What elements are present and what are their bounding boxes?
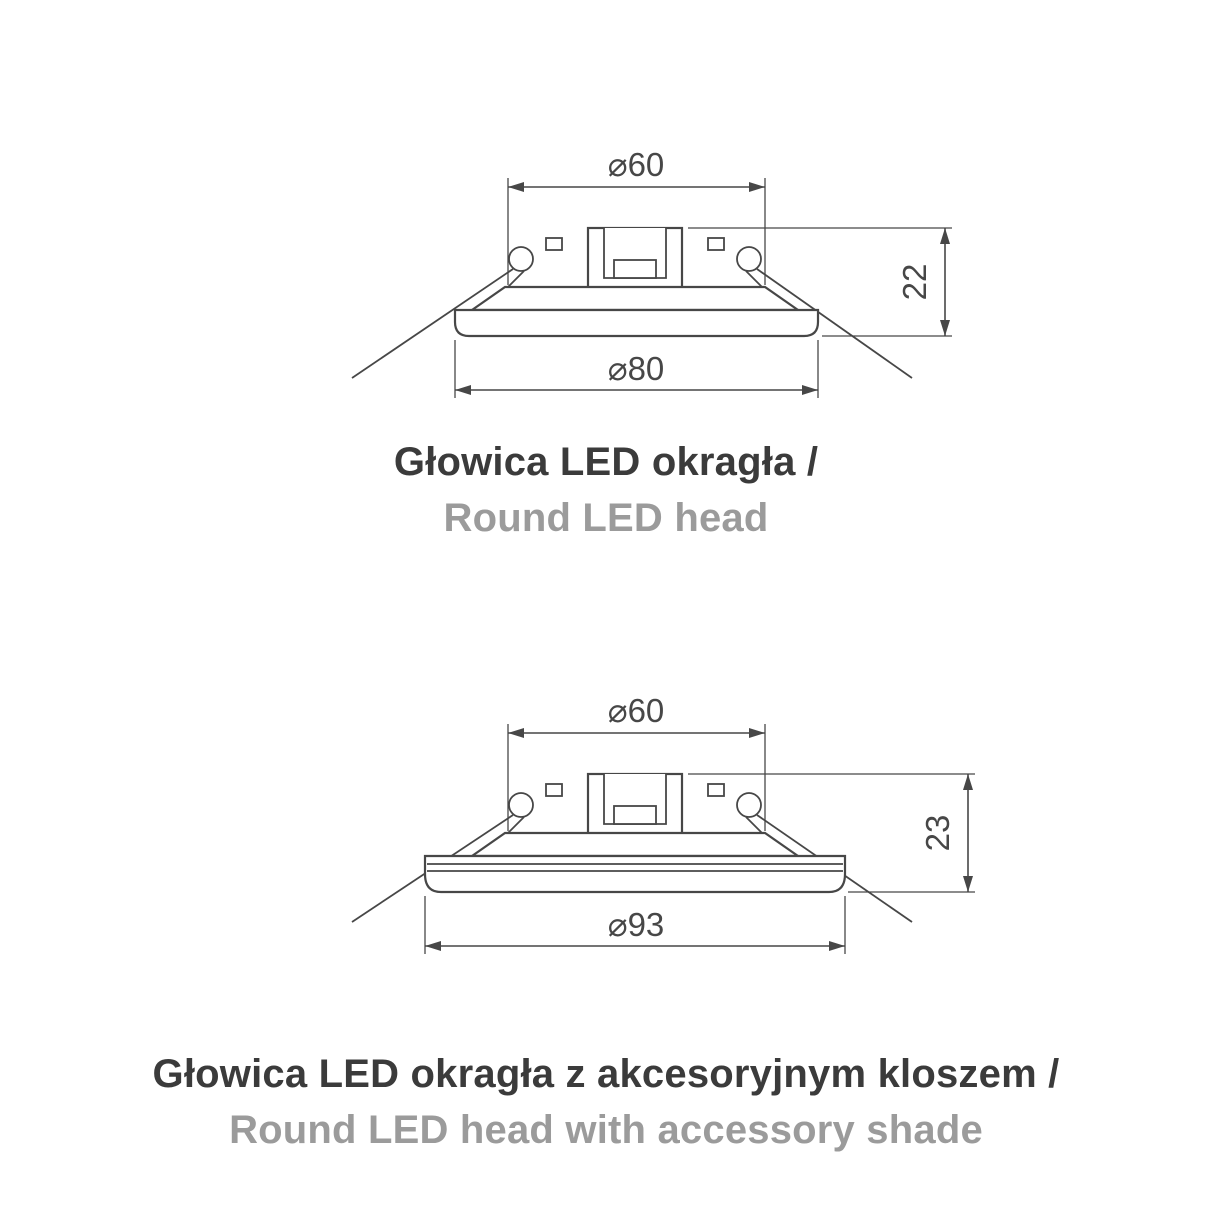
bottom-diameter-dimension: ⌀93 [424,896,846,954]
caption-round-led-head: Głowica LED okragła / Round LED head [0,434,1212,546]
spring-leg-left [507,816,525,834]
connector-socket [613,805,657,825]
spring-leg-left [507,270,525,288]
top-diameter-dimension: ⌀60 [507,146,766,285]
arrowhead-up [963,774,973,790]
arrowhead-left [455,385,471,395]
spring-leg-right [745,270,763,288]
arrowhead-left [508,182,524,192]
caption-round-led-head-with-shade: Głowica LED okragła z akcesoryjnym klosz… [0,1046,1212,1158]
arrowhead-right [829,941,845,951]
round-led-head-drawing: ⌀60 [351,146,952,398]
spring-coil-left [508,792,534,818]
fixture-drawing [351,226,913,379]
spring-coil-right [736,246,762,272]
spring-wire-left [351,268,514,379]
top-diameter-label: ⌀60 [608,692,665,729]
arrowhead-down [940,320,950,336]
arrowhead-right [749,728,765,738]
arrowhead-up [940,228,950,244]
height-label: 23 [919,815,956,852]
caption-polish: Głowica LED okragła z akcesoryjnym klosz… [152,1052,1060,1096]
bottom-diameter-dimension: ⌀80 [454,340,819,398]
bottom-diameter-label: ⌀93 [608,906,665,943]
arrowhead-left [425,941,441,951]
height-dimension: 23 [688,773,975,893]
spring-coil-right [736,792,762,818]
lamp-body [468,285,802,312]
caption-english: Round LED head [443,496,769,540]
trim-flange [453,308,820,338]
connector-socket [613,259,657,279]
height-dimension: 22 [688,227,952,337]
arrowhead-right [802,385,818,395]
arrowhead-left [508,728,524,738]
spring-leg-right [745,816,763,834]
spring-wire-right [756,268,913,379]
top-diameter-label: ⌀60 [608,146,665,183]
arrowhead-down [963,876,973,892]
lamp-body [468,831,802,858]
top-diameter-dimension: ⌀60 [507,692,766,831]
caption-english: Round LED head with accessory shade [229,1108,983,1152]
terminal-screw-right [707,783,725,797]
caption-polish: Głowica LED okragła / [393,440,819,484]
bottom-diameter-label: ⌀80 [608,350,665,387]
terminal-screw-right [707,237,725,251]
terminal-screw-left [545,783,563,797]
height-label: 22 [896,264,933,301]
fixture-drawing [351,772,913,923]
terminal-screw-left [545,237,563,251]
spring-coil-left [508,246,534,272]
arrowhead-right [749,182,765,192]
round-led-head-with-shade-drawing: ⌀60 [351,692,975,954]
accessory-shade [423,854,847,894]
